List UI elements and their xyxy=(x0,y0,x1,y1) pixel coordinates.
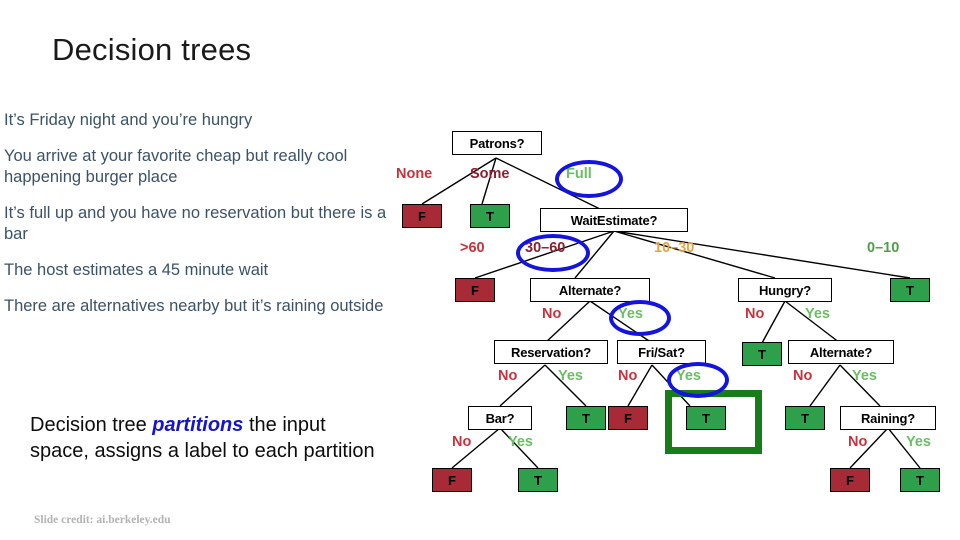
list-item: The host estimates a 45 minute wait xyxy=(4,261,269,279)
tree-leaf-patrons-some[interactable]: T xyxy=(470,204,510,228)
edge-label-frisat-yes: Yes xyxy=(676,368,701,384)
edge-label-bar-yes: Yes xyxy=(508,434,533,450)
edge-label-wait-gt60: >60 xyxy=(460,240,485,256)
summary-text-part1: Decision tree xyxy=(30,414,153,436)
summary-text-part2: the input space, assigns a label to each… xyxy=(30,414,375,462)
summary-emphasis: partitions xyxy=(152,414,244,436)
tree-leaf-reservation-yes[interactable]: T xyxy=(566,406,606,430)
bullet-list: It’s Friday night and you’re hungry You … xyxy=(4,110,396,332)
edge-label-raining-yes: Yes xyxy=(906,434,931,450)
tree-node-alternate-right[interactable]: Alternate? xyxy=(788,340,894,364)
edge-label-hungry-no: No xyxy=(745,306,765,322)
summary-statement: Decision tree partitions the input space… xyxy=(30,412,380,464)
tree-leaf-raining-no[interactable]: F xyxy=(830,468,870,492)
edge-label-raining-no: No xyxy=(848,434,868,450)
tree-leaf-bar-no[interactable]: F xyxy=(432,468,472,492)
tree-leaf-raining-yes[interactable]: T xyxy=(900,468,940,492)
tree-node-waitestimate[interactable]: WaitEstimate? xyxy=(540,208,688,232)
edge-label-wait-10-30: 10–30 xyxy=(654,240,695,256)
decision-tree-diagram: Patrons? None Some Full F T WaitEstimate… xyxy=(390,118,960,508)
edge-label-bar-no: No xyxy=(452,434,472,450)
tree-leaf-frisat-no[interactable]: F xyxy=(608,406,648,430)
edge-label-alt-left-no: No xyxy=(542,306,562,322)
edge-label-wait-0-10: 0–10 xyxy=(867,240,900,256)
edge-label-reservation-yes: Yes xyxy=(558,368,583,384)
tree-leaf-frisat-yes[interactable]: T xyxy=(686,406,726,430)
tree-node-frisat[interactable]: Fri/Sat? xyxy=(617,340,706,364)
list-item: There are alternatives nearby but it’s r… xyxy=(4,297,384,315)
tree-leaf-wait-0-10[interactable]: T xyxy=(890,278,930,302)
tree-node-raining[interactable]: Raining? xyxy=(840,406,936,430)
tree-node-bar[interactable]: Bar? xyxy=(468,406,532,430)
slide-credit: Slide credit: ai.berkeley.edu xyxy=(34,514,171,526)
answer-highlight-box xyxy=(665,390,762,454)
edge-label-patrons-none: None xyxy=(396,166,433,182)
tree-node-patrons[interactable]: Patrons? xyxy=(452,131,542,155)
list-item: It’s Friday night and you’re hungry xyxy=(4,111,253,129)
tree-leaf-alt-right-no[interactable]: T xyxy=(785,406,825,430)
edge-label-reservation-no: No xyxy=(498,368,518,384)
tree-node-hungry[interactable]: Hungry? xyxy=(738,278,832,302)
tree-leaf-hungry-no[interactable]: T xyxy=(742,342,782,366)
page-title: Decision trees xyxy=(52,32,252,67)
edge-label-frisat-no: No xyxy=(618,368,638,384)
edge-label-alt-right-yes: Yes xyxy=(852,368,877,384)
edge-label-alt-left-yes: Yes xyxy=(618,306,643,322)
edge-label-hungry-yes: Yes xyxy=(805,306,830,322)
list-item: It’s full up and you have no reservation… xyxy=(4,204,387,243)
tree-leaf-wait-gt60[interactable]: F xyxy=(455,278,495,302)
list-item: You arrive at your favorite cheap but re… xyxy=(4,147,348,186)
edge-label-patrons-some: Some xyxy=(470,166,510,182)
edge-label-wait-30-60: 30–60 xyxy=(525,240,566,256)
tree-leaf-bar-yes[interactable]: T xyxy=(518,468,558,492)
edge-label-patrons-full: Full xyxy=(566,166,592,182)
tree-node-alternate-left[interactable]: Alternate? xyxy=(530,278,650,302)
tree-node-reservation[interactable]: Reservation? xyxy=(494,340,608,364)
tree-leaf-patrons-none[interactable]: F xyxy=(402,204,442,228)
edge-label-alt-right-no: No xyxy=(793,368,813,384)
tree-edges xyxy=(421,157,921,469)
